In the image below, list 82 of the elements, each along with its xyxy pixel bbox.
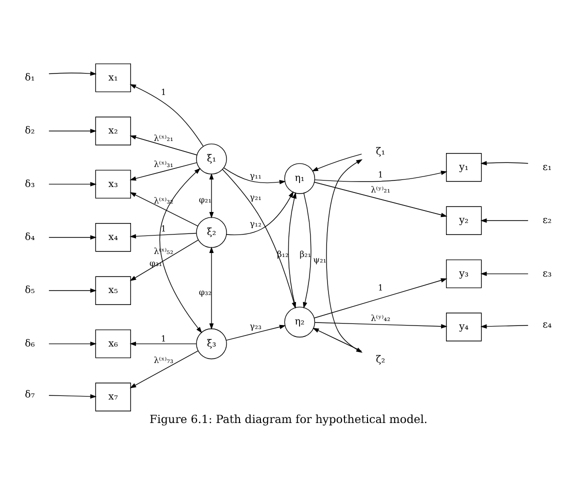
node-text: ε₄ [542, 319, 552, 330]
edge-label: φ₂₁ [198, 194, 212, 204]
arrow [226, 324, 286, 341]
node-circle: η₁ [284, 163, 316, 194]
edge-label: 1 [378, 282, 384, 292]
node-text: ζ₁ [376, 146, 386, 158]
edge-label: 1 [160, 87, 166, 98]
arrow [48, 235, 97, 240]
edge-label: φ₃₂ [198, 287, 212, 298]
arrow [130, 162, 197, 181]
edge-label: λ⁽ʸ⁾₄₂ [370, 313, 390, 324]
node-box: x₆ [95, 329, 131, 358]
node-text: ζ₂ [376, 354, 386, 366]
arrow [224, 168, 286, 184]
edge-label: 1 [160, 333, 166, 344]
edge-label: φ₃₁ [150, 258, 162, 268]
node-text: ε₁ [542, 162, 552, 173]
arrow [130, 240, 198, 282]
edge-label: 1 [160, 224, 166, 234]
arrow [209, 173, 214, 218]
arrow [480, 160, 528, 166]
arrow [48, 342, 97, 346]
edge-label: γ₂₃ [250, 320, 262, 331]
arrow [130, 135, 198, 156]
node-text: ε₃ [542, 268, 552, 280]
node-text: δ₆ [24, 338, 35, 350]
arrow [480, 218, 528, 223]
arrow [312, 328, 362, 352]
arrow [209, 246, 214, 330]
arrow [314, 170, 448, 182]
node-text: δ₄ [24, 232, 35, 243]
arrow [48, 288, 97, 293]
node-box: x₅ [95, 276, 131, 305]
node-circle: ξ₁ [196, 144, 227, 174]
edge-label: λ⁽ˣ⁾₇₃ [154, 355, 174, 366]
arrow [314, 182, 448, 218]
arrow [48, 182, 97, 186]
node-circle: ξ₂ [196, 217, 227, 248]
edge-label: ψ₂₁ [313, 254, 326, 265]
arrow [48, 394, 97, 399]
edge-label: γ₁₂ [250, 218, 262, 229]
node-box: x₂ [95, 116, 131, 146]
arrow [302, 192, 312, 309]
node-box: y₂ [446, 206, 482, 235]
edge-label: γ₂₁ [250, 192, 262, 202]
node-text: ε₂ [542, 215, 552, 226]
edge-label: γ₁₁ [250, 170, 262, 180]
arrow [314, 278, 448, 318]
node-box: x₁ [95, 63, 131, 92]
arrow [130, 342, 197, 346]
arrow [130, 232, 197, 238]
arrow [159, 168, 202, 334]
node-text: δ₃ [24, 178, 35, 190]
arrow [326, 159, 363, 353]
edge-label: λ⁽ʸ⁾₂₁ [370, 184, 390, 194]
arrow [314, 322, 448, 329]
node-circle: ξ₃ [196, 328, 227, 360]
edge-label: β₂₁ [300, 249, 312, 260]
arrow [226, 191, 294, 236]
node-circle: η₂ [284, 306, 316, 338]
node-text: δ₂ [24, 126, 35, 137]
node-box: y₁ [446, 153, 482, 182]
node-text: δ₅ [24, 285, 35, 296]
arrow [130, 350, 198, 388]
node-text: δ₁ [24, 72, 35, 84]
arrow [48, 128, 97, 134]
node-box: x₇ [95, 382, 131, 412]
node-box: y₄ [446, 312, 482, 342]
node-box: y₃ [446, 259, 482, 288]
node-text: δ₇ [24, 389, 35, 400]
caption: Figure 6.1: Path diagram for hypothetical model. [150, 412, 428, 426]
arrow [480, 272, 528, 276]
edge-label: 1 [378, 170, 384, 180]
edge-label: λ⁽ˣ⁾₃₁ [154, 159, 174, 170]
arrow [48, 71, 97, 76]
arrow [312, 154, 362, 172]
node-box: x₄ [95, 223, 131, 252]
edge-label: λ⁽ˣ⁾₂₁ [154, 133, 174, 144]
arrow [130, 192, 198, 226]
node-box: x₃ [95, 170, 131, 199]
arrow [130, 84, 204, 147]
arrow [480, 324, 528, 329]
